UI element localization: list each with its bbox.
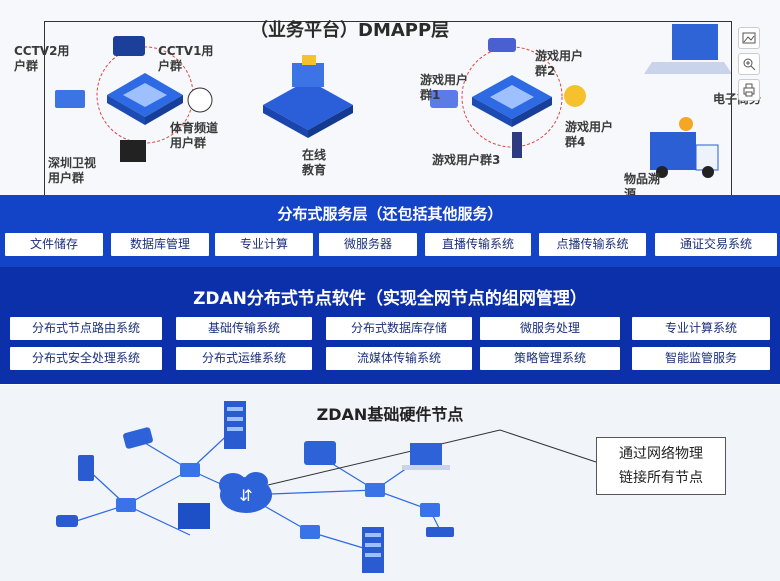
zdan-item: 分布式数据库存储 bbox=[326, 317, 472, 340]
news-icon bbox=[55, 90, 85, 108]
label-game3: 游戏用户群3 bbox=[432, 153, 501, 167]
service-item: 点播传输系统 bbox=[539, 233, 646, 256]
service-item: 微服务器 bbox=[319, 233, 417, 256]
dmapp-layer: （业务平台）DMAPP层 CCTV2用 户群 CCTV1用 户群 体育频道 用户… bbox=[0, 0, 780, 201]
hardware-callout: 通过网络物理 链接所有节点 bbox=[596, 437, 726, 495]
clapper-icon bbox=[120, 140, 146, 162]
node-icon bbox=[420, 503, 440, 517]
label-game1: 游戏用户 群1 bbox=[420, 73, 469, 102]
callout-text: 通过网络物理 链接所有节点 bbox=[619, 446, 703, 486]
dmapp-frame bbox=[44, 21, 732, 197]
football-icon bbox=[187, 87, 213, 113]
label-game2: 游戏用户 群2 bbox=[535, 49, 584, 78]
zdan-item: 分布式节点路由系统 bbox=[10, 317, 162, 340]
node-icon bbox=[365, 483, 385, 497]
camera-icon bbox=[113, 36, 145, 56]
vr-icon bbox=[488, 38, 516, 52]
zdan-item: 分布式安全处理系统 bbox=[10, 347, 162, 370]
laptop-icon bbox=[410, 443, 442, 465]
monitor-icon bbox=[178, 503, 210, 529]
zdan-item: 专业计算系统 bbox=[632, 317, 770, 340]
edu-platform-icon bbox=[263, 55, 353, 138]
cloud-icon: ⇵ bbox=[219, 472, 272, 513]
camera-icon bbox=[56, 515, 78, 527]
service-item: 数据库管理 bbox=[111, 233, 209, 256]
zdan-item: 基础传输系统 bbox=[176, 317, 312, 340]
image-toolbar bbox=[738, 27, 760, 105]
printer-icon bbox=[304, 441, 336, 465]
label-cctv2: CCTV2用 户群 bbox=[14, 44, 70, 73]
server-icon bbox=[362, 527, 384, 573]
controller-icon bbox=[430, 90, 458, 108]
hardware-network-diagram: ⇵ bbox=[56, 401, 597, 573]
label-game4: 游戏用户 群4 bbox=[565, 120, 614, 149]
joystick-icon bbox=[512, 132, 522, 158]
service-item: 直播传输系统 bbox=[425, 233, 531, 256]
server-icon bbox=[224, 401, 246, 449]
zdan-software-layer: ZDAN分布式节点软件（实现全网节点的组网管理） 分布式节点路由系统 基础传输系… bbox=[0, 267, 780, 384]
node-icon bbox=[300, 525, 320, 539]
image-icon[interactable] bbox=[738, 27, 760, 49]
label-sports: 体育频道 用户群 bbox=[170, 121, 219, 150]
label-cctv1: CCTV1用 户群 bbox=[158, 44, 214, 73]
label-edu: 在线 教育 bbox=[302, 148, 327, 177]
zoom-icon[interactable] bbox=[738, 53, 760, 75]
hardware-title: ZDAN基础硬件节点 bbox=[316, 405, 464, 424]
service-title: 分布式服务层（还包括其他服务） bbox=[277, 205, 503, 223]
zdan-item: 微服务处理 bbox=[480, 317, 620, 340]
router-icon bbox=[426, 527, 454, 537]
service-item: 通证交易系统 bbox=[655, 233, 777, 256]
truck-icon bbox=[650, 117, 719, 178]
zdan-item: 智能监管服务 bbox=[632, 347, 770, 370]
service-item: 专业计算 bbox=[215, 233, 313, 256]
wheel-icon bbox=[564, 85, 586, 107]
dmapp-illustration bbox=[55, 24, 732, 178]
speaker-icon bbox=[78, 455, 94, 481]
zdan-item: 策略管理系统 bbox=[480, 347, 620, 370]
hub-right bbox=[472, 75, 552, 127]
hub-left bbox=[107, 73, 183, 125]
service-item: 文件储存 bbox=[5, 233, 103, 256]
label-shenzhen: 深圳卫视 用户群 bbox=[48, 156, 97, 185]
service-layer: 分布式服务层（还包括其他服务） 文件储存 数据库管理 专业计算 微服务器 直播传… bbox=[0, 195, 780, 267]
zdan-software-title: ZDAN分布式节点软件（实现全网节点的组网管理） bbox=[193, 289, 587, 309]
laptop-icon bbox=[644, 24, 732, 74]
node-icon bbox=[180, 463, 200, 477]
zdan-item: 分布式运维系统 bbox=[176, 347, 312, 370]
dmapp-title: （业务平台）DMAPP层 bbox=[250, 20, 450, 41]
node-icon bbox=[116, 498, 136, 512]
svg-text:⇵: ⇵ bbox=[239, 486, 252, 505]
phone-icon bbox=[123, 427, 153, 449]
print-icon[interactable] bbox=[738, 79, 760, 101]
zdan-item: 流媒体传输系统 bbox=[326, 347, 472, 370]
